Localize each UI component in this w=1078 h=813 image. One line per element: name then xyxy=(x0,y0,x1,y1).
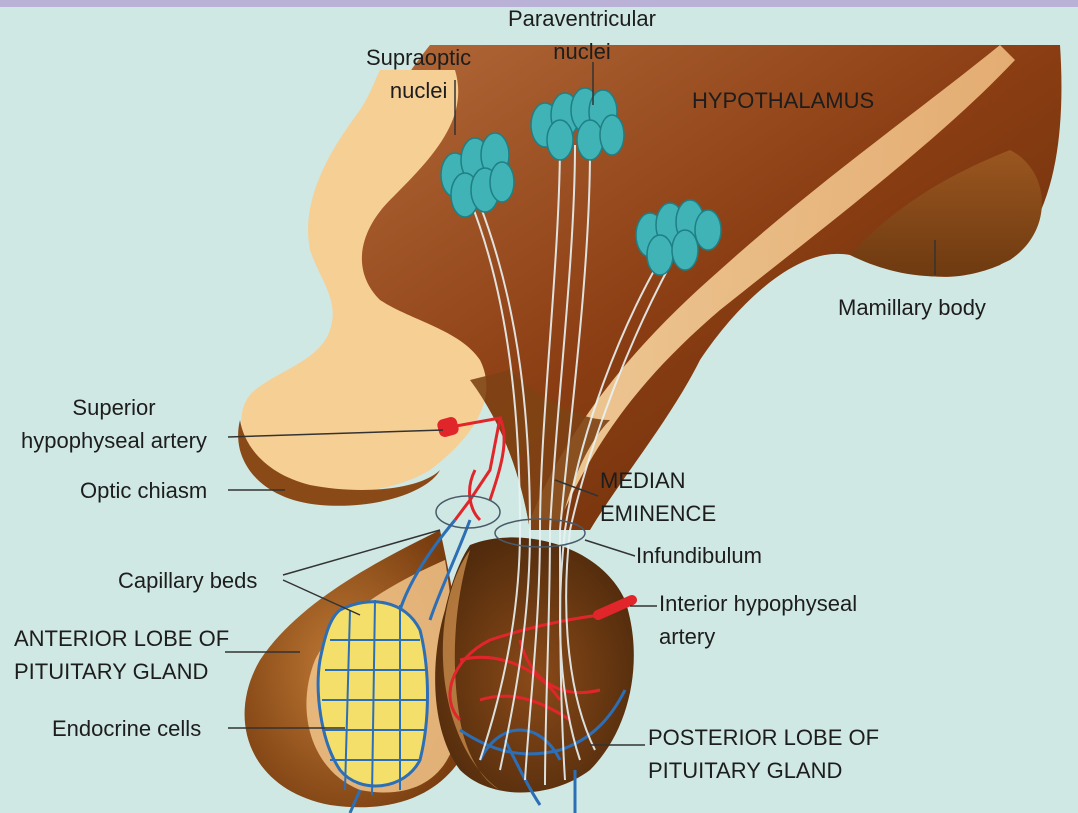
label-line: Interior hypophyseal xyxy=(659,587,857,620)
superior-hypophyseal-artery-label: Superior hypophyseal artery xyxy=(4,391,224,457)
interior-hypophyseal-artery-label: Interior hypophyseal artery xyxy=(659,587,857,653)
label-line: ANTERIOR LOBE OF xyxy=(14,622,229,655)
label-line: hypophyseal artery xyxy=(4,424,224,457)
label-line: MEDIAN xyxy=(600,464,716,497)
capillary-beds-label: Capillary beds xyxy=(118,564,257,597)
label-line: nuclei xyxy=(508,35,656,68)
label-line: HYPOTHALAMUS xyxy=(692,84,874,117)
infundibulum-label: Infundibulum xyxy=(636,539,762,572)
label-line: Infundibulum xyxy=(636,539,762,572)
label-line: Supraoptic xyxy=(366,41,471,74)
label-line: nuclei xyxy=(366,74,471,107)
label-line: artery xyxy=(659,620,857,653)
label-line: Endocrine cells xyxy=(52,712,201,745)
label-line: POSTERIOR LOBE OF xyxy=(648,721,879,754)
endocrine-cells-label: Endocrine cells xyxy=(52,712,201,745)
hypothalamus-label: HYPOTHALAMUS xyxy=(692,84,874,117)
label-line: EMINENCE xyxy=(600,497,716,530)
label-line: Optic chiasm xyxy=(80,474,207,507)
optic-chiasm-label: Optic chiasm xyxy=(80,474,207,507)
label-line: Capillary beds xyxy=(118,564,257,597)
label-line: PITUITARY GLAND xyxy=(14,655,229,688)
mamillary-body-label: Mamillary body xyxy=(838,291,986,324)
posterior-lobe-label: POSTERIOR LOBE OF PITUITARY GLAND xyxy=(648,721,879,787)
label-line: Mamillary body xyxy=(838,291,986,324)
label-line: Paraventricular xyxy=(508,2,656,35)
supraoptic-nuclei-label: Supraoptic nuclei xyxy=(366,41,471,107)
label-line: Superior xyxy=(4,391,224,424)
paraventricular-nuclei-label: Paraventricular nuclei xyxy=(508,2,656,68)
anterior-lobe-label: ANTERIOR LOBE OF PITUITARY GLAND xyxy=(14,622,229,688)
median-eminence-label: MEDIAN EMINENCE xyxy=(600,464,716,530)
label-line: PITUITARY GLAND xyxy=(648,754,879,787)
